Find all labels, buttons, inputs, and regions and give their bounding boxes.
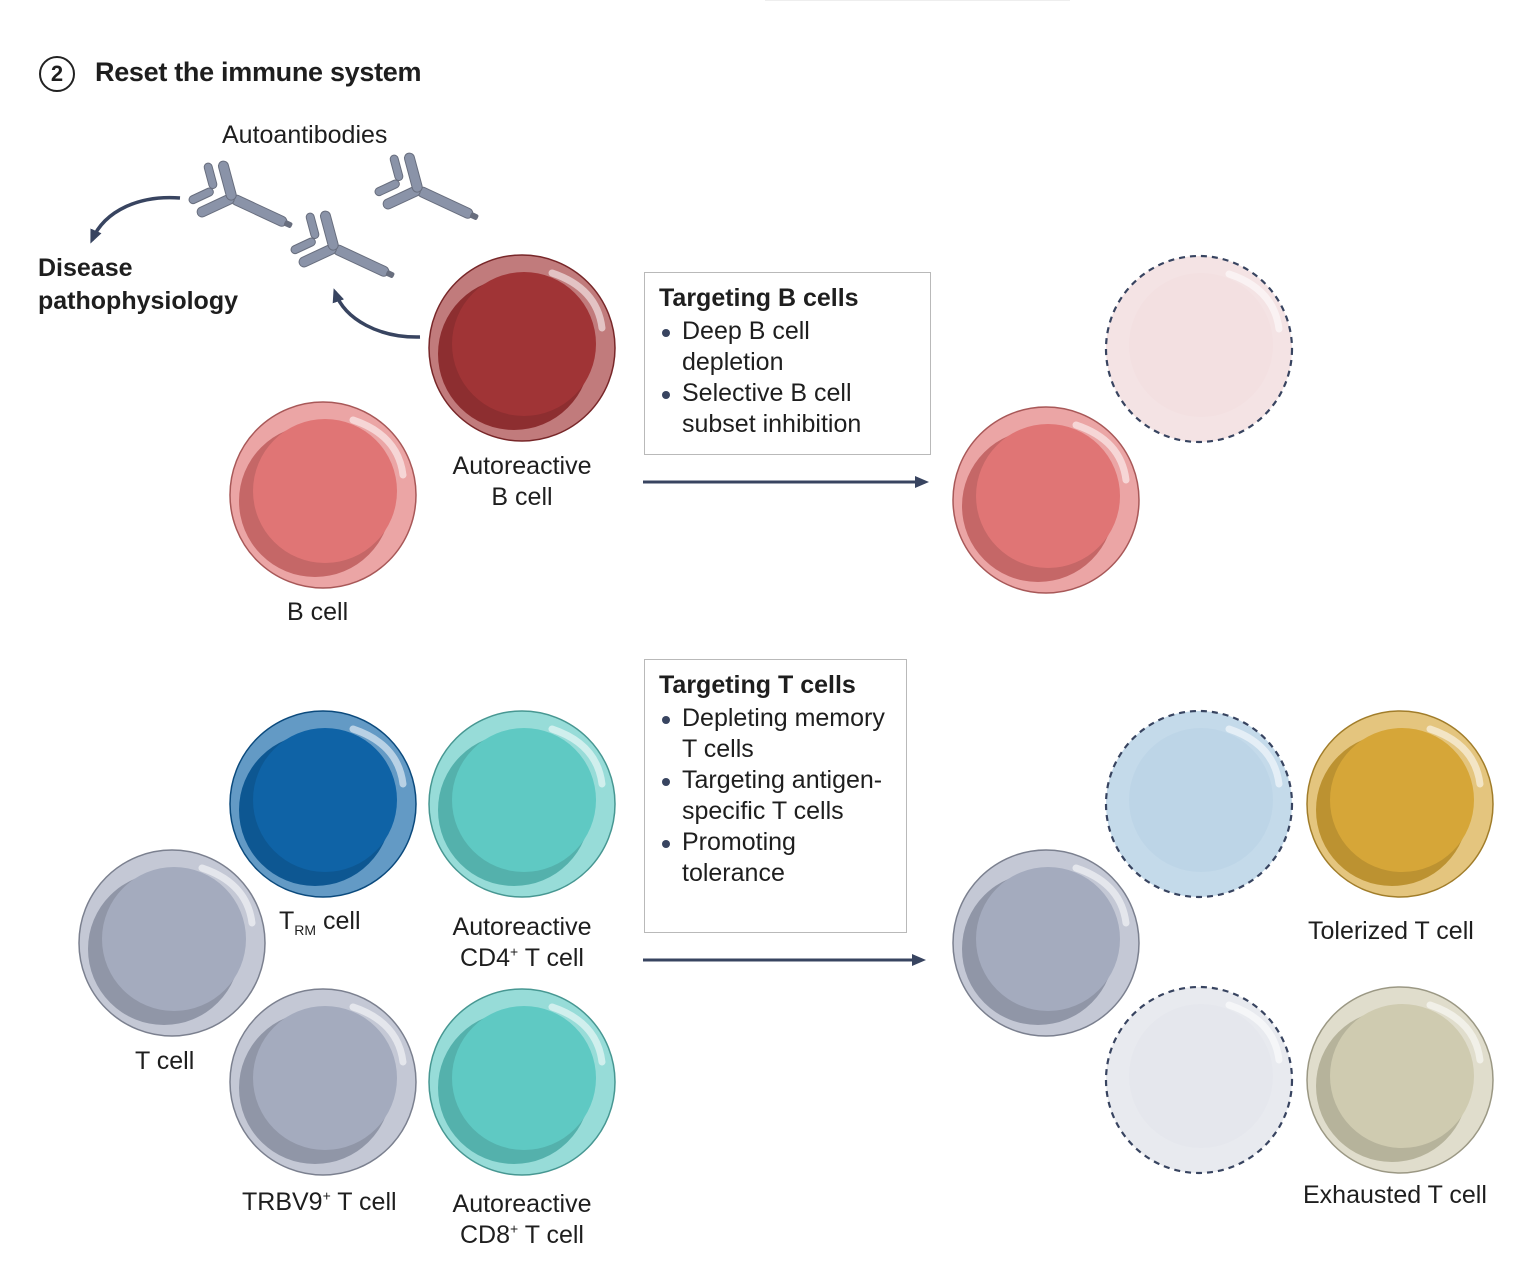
remaining-b-cell: [952, 406, 1140, 594]
trbv9-t-cell-label: TRBV9+ T cell: [242, 1187, 397, 1216]
b-cell: [229, 401, 417, 589]
b-box-item: Deep B cell depletion: [659, 316, 916, 378]
t-box-item: Depleting memory T cells: [659, 703, 892, 765]
autoreactive-cd8-t-cell: [428, 988, 616, 1176]
depleted-trm-cell: [1104, 709, 1294, 899]
antibody-to-disease-arrow: [90, 195, 181, 244]
exhausted-t-cell: [1306, 986, 1494, 1174]
targeting-t-cells-title: Targeting T cells: [659, 671, 856, 699]
antibody-icon: [374, 152, 479, 220]
disease-label: Disease: [38, 254, 133, 282]
tolerized-t-cell: [1306, 710, 1494, 898]
t-box-item: Targeting antigen-specific T cells: [659, 765, 892, 827]
targeting-b-cells-title: Targeting B cells: [659, 284, 859, 312]
b-box-item: Selective B cell subset inhibition: [659, 378, 916, 440]
t-cell-label: T cell: [135, 1047, 195, 1075]
autoreactive-cd4-t-cell: [428, 710, 616, 898]
autoreactive-b-cell: [428, 254, 616, 442]
autoreactive-b-cell-label: Autoreactive B cell: [452, 452, 592, 511]
antibody-icon: [290, 210, 395, 278]
autoantibodies-label: Autoantibodies: [222, 121, 388, 149]
bcell-to-antibody-arrow: [332, 288, 421, 339]
antibody-icon: [188, 160, 293, 228]
tolerized-t-cell-label: Tolerized T cell: [1308, 917, 1474, 945]
t-box-item: Promoting tolerance: [659, 827, 892, 889]
t-cell: [78, 849, 266, 1037]
exhausted-t-cell-label: Exhausted T cell: [1303, 1181, 1487, 1209]
autoantibody-icons: [188, 152, 479, 278]
trm-cell: [229, 710, 417, 898]
b-cell-label: B cell: [287, 598, 349, 626]
autoreactive-cd8-label: Autoreactive CD8+ T cell: [452, 1190, 592, 1249]
remaining-t-cell: [952, 849, 1140, 1037]
trbv9-t-cell: [229, 988, 417, 1176]
section-title: Reset the immune system: [95, 57, 422, 87]
step-number-badge: 2: [39, 56, 75, 92]
targeting-t-cells-box: Targeting T cells Depleting memory T cel…: [644, 659, 907, 933]
depleted-b-cell: [1104, 254, 1294, 444]
autoreactive-cd4-label: Autoreactive CD4+ T cell: [452, 913, 592, 972]
depleted-t-cell: [1104, 985, 1294, 1175]
targeting-b-cells-box: Targeting B cells Deep B cell depletion …: [644, 272, 931, 455]
pathophysiology-label: pathophysiology: [38, 287, 238, 315]
trm-cell-label: TRM cell: [279, 907, 361, 938]
